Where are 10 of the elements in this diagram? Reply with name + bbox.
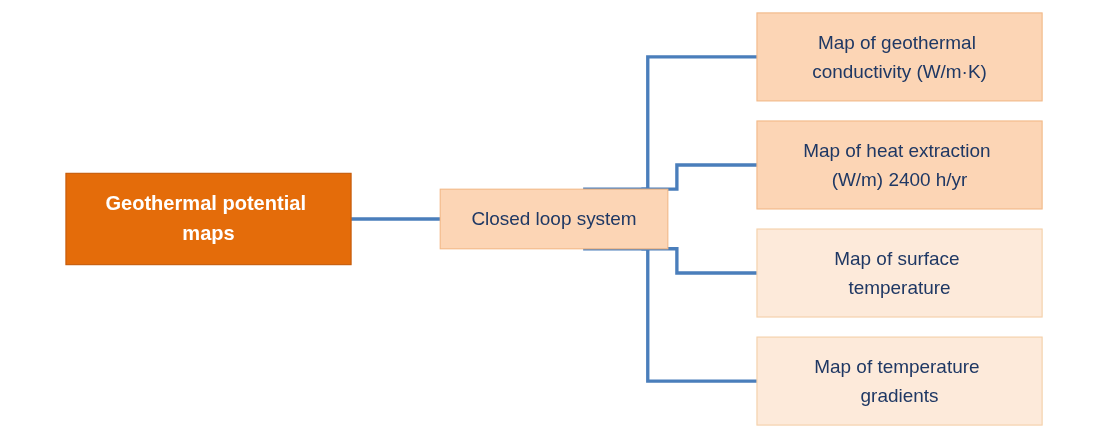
connector [641,163,758,191]
connector [351,217,441,221]
node-box: Map of geothermal conductivity (W/m·K) [756,12,1044,102]
node-box: Geothermal potential maps [65,172,353,266]
node-box: Map of heat extraction (W/m) 2400 h/yr [756,120,1044,210]
node-box: Map of temperature gradients [756,336,1044,426]
connector [583,55,758,191]
connector [583,247,758,383]
node-box: Map of surface temperature [756,228,1044,318]
node-box: Closed loop system [440,188,669,250]
